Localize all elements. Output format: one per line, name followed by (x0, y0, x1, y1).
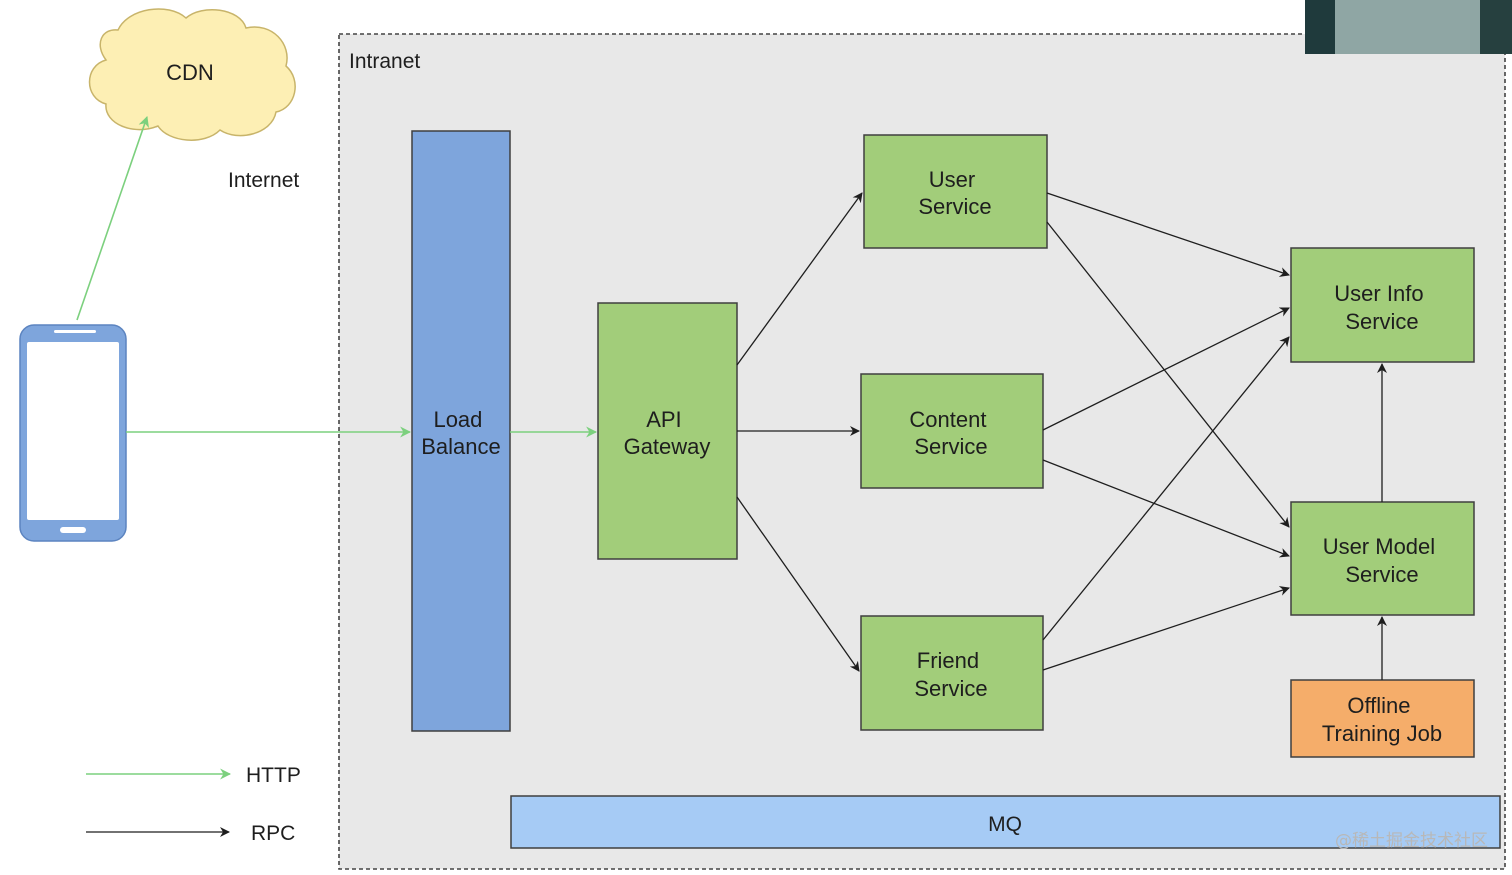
user-info-service-label: User Info Service (1334, 281, 1429, 334)
internet-label: Internet (228, 169, 299, 192)
friend-service-label: Friend Service (914, 648, 987, 701)
mq-label: MQ (988, 813, 1022, 836)
rpc-arrow-friend-service-to-user-info (1042, 336, 1290, 641)
mobile-phone-icon (19, 324, 127, 542)
rpc-arrow-content-service-to-user-info (1042, 307, 1290, 431)
load-balance-label: Load Balance (421, 407, 501, 459)
legend-http-label: HTTP (246, 764, 301, 787)
user-service-label: User Service (918, 167, 991, 219)
corner-photo (1305, 0, 1512, 54)
content-service-node (860, 373, 1044, 489)
watermark-text: @稀土掘金技术社区 (1335, 831, 1488, 851)
user-info-service-node (1290, 247, 1475, 363)
http-arrow-phone-to-cdn (76, 115, 149, 321)
load-balance-node (411, 130, 511, 732)
offline-training-job-node (1290, 679, 1475, 758)
content-service-label: Content Service (909, 407, 992, 459)
mq-bar (510, 795, 1501, 849)
rpc-arrow-user-service-to-user-info (1046, 192, 1290, 277)
legend: HTTP RPC (86, 764, 301, 845)
rpc-arrow-friend-service-to-user-model (1042, 586, 1290, 671)
friend-service-node (860, 615, 1044, 731)
cdn-label: CDN (166, 60, 214, 85)
rpc-arrow-gateway-to-friend-service (736, 496, 860, 672)
user-service-node (863, 134, 1048, 249)
api-gateway-node (597, 302, 738, 560)
user-model-service-label: User Model Service (1323, 534, 1442, 587)
rpc-arrow-content-service-to-user-model (1042, 459, 1290, 558)
rpc-arrow-gateway-to-user-service (736, 192, 863, 366)
legend-rpc-label: RPC (251, 822, 295, 845)
offline-training-job-label: Offline Training Job (1322, 693, 1442, 746)
intranet-label: Intranet (349, 50, 420, 73)
rpc-arrow-user-service-to-user-model (1046, 221, 1290, 528)
api-gateway-label: API Gateway (624, 407, 711, 459)
cdn-cloud (88, 8, 296, 141)
